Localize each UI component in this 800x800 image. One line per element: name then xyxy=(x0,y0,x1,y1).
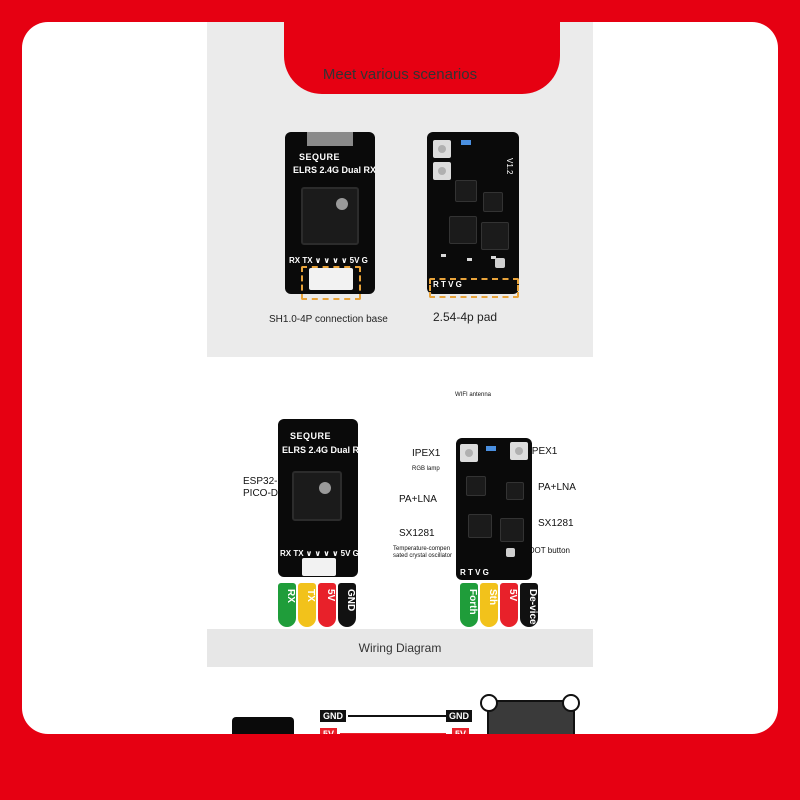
ipex-connector-icon xyxy=(433,162,451,180)
receiver-board-back: R T V G xyxy=(456,438,532,580)
wire-5v-right: 5V xyxy=(500,583,518,627)
pad-highlight xyxy=(429,278,519,298)
sh-connector xyxy=(309,268,353,290)
wiring-gnd-left: GND xyxy=(320,710,346,722)
wiring-5v-left: 5V xyxy=(320,728,338,734)
antenna-pad xyxy=(307,132,353,146)
gnd-line xyxy=(348,715,446,717)
product-card: Meet various scenarios SEQURE ELRS 2.4G … xyxy=(22,22,778,734)
sx1281-chip xyxy=(500,518,524,542)
rgb-led xyxy=(486,446,496,451)
left-caption: SH1.0-4P connection base xyxy=(269,314,388,325)
sh-connector xyxy=(302,558,336,576)
wire-tx-right: Sth xyxy=(480,583,498,627)
pa-lna-chip xyxy=(483,192,503,212)
boot-button xyxy=(495,258,505,268)
smd-part xyxy=(467,258,472,261)
scenarios-panel: Meet various scenarios SEQURE ELRS 2.4G … xyxy=(207,22,593,357)
board-brand: SEQURE xyxy=(299,152,341,162)
pa-lna-chip xyxy=(466,476,486,496)
sx1281-left-label: SX1281 xyxy=(399,528,435,539)
espressif-logo-icon xyxy=(319,482,331,494)
wire-tx: TX xyxy=(298,583,316,627)
pa-lna-chip xyxy=(506,482,524,500)
wiring-diagram-header: Wiring Diagram xyxy=(207,629,593,667)
connector-highlight xyxy=(301,266,361,300)
annotated-section: ESP32- PICO-D4 SEQURE ELRS 2.4G Dual RX … xyxy=(207,382,593,627)
board-brand: SEQURE xyxy=(290,431,332,441)
pad-labels: R T V G xyxy=(460,568,489,577)
flight-controller xyxy=(487,700,575,734)
wire-rx-right: Forth xyxy=(460,583,478,627)
mount-hole-icon xyxy=(562,694,580,712)
temp-osc-label: Temperature-compen xyxy=(393,546,451,552)
boot-button-label: BOOT button xyxy=(523,546,570,555)
wiring-gnd-right: GND xyxy=(446,710,472,722)
pin-labels: RX TX ∨ ∨ ∨ ∨ 5V G xyxy=(289,256,368,265)
rgb-led xyxy=(461,140,471,145)
esp32-label: ESP32- xyxy=(243,476,278,487)
wiring-preview: GND GND 5V 5V xyxy=(22,682,778,734)
esp32-chip xyxy=(301,187,359,245)
smd-part xyxy=(491,256,496,259)
pa-lna-right-label: PA+LNA xyxy=(538,482,576,493)
esp32-label-2: PICO-D4 xyxy=(243,488,284,499)
wire-gnd-right: De-vice xyxy=(520,583,538,627)
wiring-receiver-board xyxy=(232,717,294,734)
temp-osc-label-2: sated crystal oscillator xyxy=(393,553,453,559)
mount-hole-icon xyxy=(480,694,498,712)
board-model: ELRS 2.4G Dual RX xyxy=(293,165,375,175)
scenarios-title: Meet various scenarios xyxy=(322,66,478,83)
pad-labels: R T V G xyxy=(433,280,462,289)
right-caption: 2.54-4p pad xyxy=(433,310,498,324)
ipex-connector-icon xyxy=(510,442,528,460)
wire-5v: 5V xyxy=(318,583,336,627)
pin-labels: RX TX ∨ ∨ ∨ ∨ 5V G xyxy=(280,549,358,558)
header-notch xyxy=(284,22,560,94)
ipex-left-label: IPEX1 xyxy=(412,448,441,459)
v5-line xyxy=(340,733,446,734)
wiring-5v-right: 5V xyxy=(452,728,470,734)
wire-gnd: GND xyxy=(338,583,356,627)
receiver-board-pad: V1.2 R T V G xyxy=(427,132,519,294)
smd-part xyxy=(441,254,446,257)
board-version: V1.2 xyxy=(505,158,514,175)
board-model: ELRS 2.4G Dual RX xyxy=(282,445,358,455)
pa-lna-chip xyxy=(455,180,477,202)
receiver-board-front: SEQURE ELRS 2.4G Dual RX RX TX ∨ ∨ ∨ ∨ 5… xyxy=(278,419,358,577)
ipex-connector-icon xyxy=(460,444,478,462)
rgb-lamp-label: RGB lamp xyxy=(412,466,440,472)
pa-lna-left-label: PA+LNA xyxy=(399,494,437,505)
wire-rx: RX xyxy=(278,583,296,627)
sx1281-chip xyxy=(481,222,509,250)
espressif-logo-icon xyxy=(336,198,348,210)
sx1281-chip xyxy=(449,216,477,244)
wifi-antenna-label: WIFI antenna xyxy=(455,392,492,398)
ipex-connector-icon xyxy=(433,140,451,158)
sx1281-right-label: SX1281 xyxy=(538,518,574,529)
esp32-chip xyxy=(292,471,342,521)
boot-button xyxy=(506,548,515,557)
ipex-right-label: IPEX1 xyxy=(529,446,558,457)
sx1281-chip xyxy=(468,514,492,538)
